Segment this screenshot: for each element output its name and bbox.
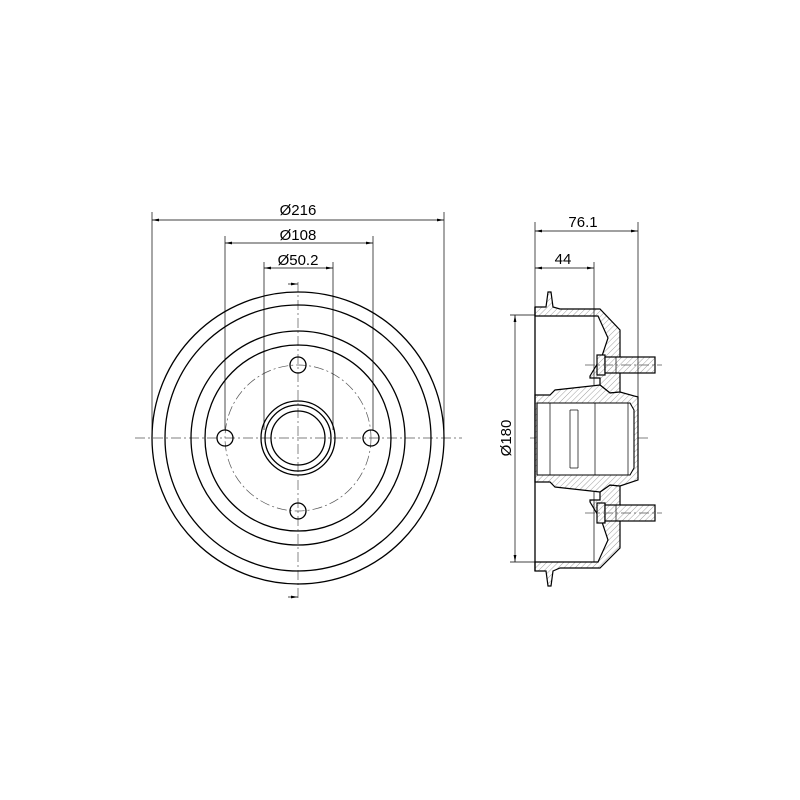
hub-bore (536, 402, 635, 476)
bolt-hole (362, 429, 380, 447)
dim-label-total-height: 76.1 (568, 214, 597, 231)
side-view: 76.1 44 Ø180 (498, 214, 662, 587)
dim-label-center-bore: Ø50.2 (278, 252, 319, 269)
dim-label-outer-diameter: Ø216 (280, 202, 317, 219)
front-view: Ø216 Ø108 Ø50.2 (135, 202, 462, 600)
hub-chamfer-circle (264, 404, 332, 472)
drum-shell-top-section (534, 291, 621, 394)
hub-outer-circle (260, 400, 336, 476)
drum-shell-bottom-section (534, 484, 621, 587)
rim-step-circle (164, 304, 432, 572)
bolt-circle (224, 364, 372, 512)
dim-label-offset: 44 (555, 251, 572, 268)
drum-face-circle (190, 330, 406, 546)
center-bore-circle (270, 410, 326, 466)
dim-label-bolt-circle: Ø108 (280, 227, 317, 244)
bolt-hole (289, 356, 307, 374)
dim-label-drum-diameter: Ø180 (498, 420, 515, 457)
inner-face-circle (204, 344, 392, 532)
bolt-hole (289, 502, 307, 520)
